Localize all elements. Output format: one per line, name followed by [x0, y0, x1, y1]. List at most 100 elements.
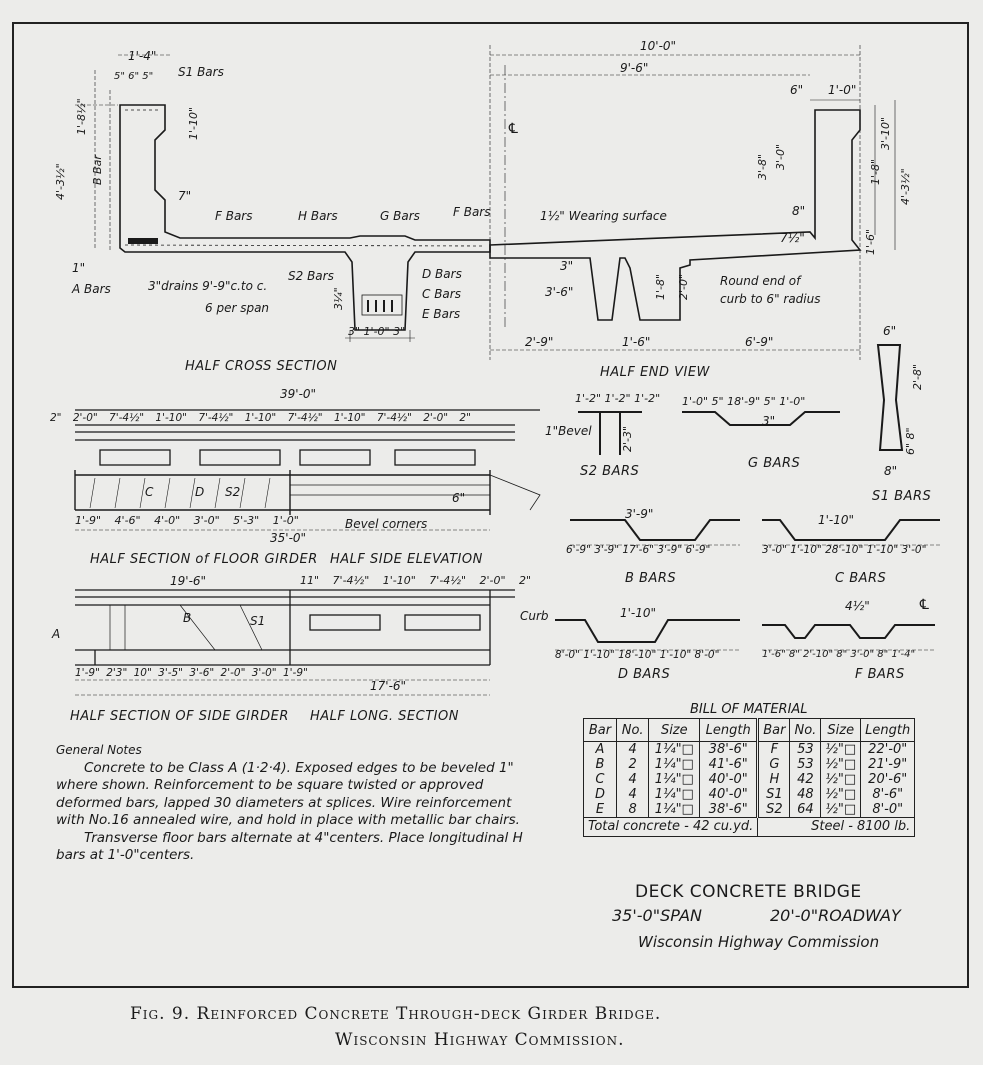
table-cell: 4: [615, 772, 650, 787]
table-cell: 53: [789, 741, 822, 757]
f-bars-title: F BARS: [855, 667, 905, 682]
bar-label: S2 Bars: [288, 269, 334, 283]
total-steel: Steel - 8100 lb.: [757, 817, 916, 837]
table-cell: 53: [789, 757, 822, 772]
bar-mark: A: [52, 627, 61, 641]
b-bars-title: B BARS: [625, 571, 677, 586]
table-cell: 64: [789, 802, 822, 818]
table-cell: F: [756, 741, 791, 757]
table-cell: D: [583, 787, 617, 802]
dim-label: 6": [790, 83, 804, 97]
dim-label: 1'-8": [654, 273, 667, 300]
dim-label: 3'-0": [774, 143, 787, 170]
dim-label: 1'-9" 4'-6" 4'-0" 3'-0" 5'-3" 1'-0": [75, 514, 299, 527]
bar-label: S1 Bars: [178, 65, 224, 79]
table-cell: 40'-0": [699, 772, 759, 787]
table-cell: 1¼"□: [648, 757, 701, 772]
column-header: No.: [615, 718, 650, 742]
bar-mark: S1: [250, 614, 266, 628]
drain-label: 3"drains 9'-9"c.to c.: [148, 279, 268, 293]
dim-label: 3¼": [332, 287, 345, 310]
note-label: Round end of: [720, 274, 801, 288]
title-block-span: 35'-0"SPAN: [612, 906, 702, 925]
table-cell: 4: [615, 741, 650, 757]
title-block-roadway: 20'-0"ROADWAY: [770, 906, 901, 925]
bar-mark: S2: [225, 485, 241, 499]
dim-label: 3'-0" 1'-10" 28'-10" 1'-10" 3'-0": [762, 544, 927, 556]
table-cell: 20'-6": [860, 772, 916, 787]
half-end-view-title: HALF END VIEW: [600, 365, 710, 380]
side-girder-title: HALF SECTION OF SIDE GIRDER: [70, 709, 289, 724]
bevel-corners-label: Bevel corners: [345, 517, 428, 531]
bar-label: E Bars: [422, 307, 461, 321]
dim-label: 35'-0": [270, 531, 307, 545]
s1-bars-title: S1 BARS: [872, 489, 932, 504]
bill-of-material-title: BILL OF MATERIAL: [690, 702, 808, 717]
drawing-frame: [12, 22, 969, 988]
total-concrete: Total concrete - 42 cu.yd.: [582, 817, 759, 837]
general-notes: General Notes Concrete to be Class A (1·…: [56, 742, 536, 865]
table-header-row: Bar No. Size Length Bar No. Size Length: [583, 718, 916, 742]
dim-label: 4'-3½": [54, 163, 67, 200]
bar-label: G Bars: [380, 209, 420, 223]
table-footer-row: Total concrete - 42 cu.yd. Steel - 8100 …: [582, 817, 916, 837]
dim-label: 9'-6": [620, 61, 649, 75]
dim-label: 3": [560, 259, 574, 273]
dim-label: 1": [72, 261, 86, 275]
bar-mark: D: [195, 485, 205, 499]
table-cell: ½"□: [820, 772, 862, 787]
bar-mark: C: [145, 485, 154, 499]
dim-label: 3": [762, 414, 776, 428]
drain-label: 6 per span: [205, 301, 270, 315]
dim-label: 1'-10": [620, 606, 657, 620]
wearing-surface-label: 1½" Wearing surface: [540, 209, 667, 223]
s2-bars-title: S2 BARS: [580, 464, 640, 479]
dim-label: 3" 1'-0" 3": [348, 325, 406, 338]
table-cell: 1¼"□: [648, 772, 701, 787]
dim-label: 1'-0" 5" 18'-9" 5" 1'-0": [682, 395, 806, 408]
table-cell: 41'-6": [699, 757, 759, 772]
floor-girder-title: HALF SECTION of FLOOR GIRDER: [90, 552, 318, 567]
half-cross-section-title: HALF CROSS SECTION: [185, 359, 338, 374]
bar-label: F Bars: [215, 209, 253, 223]
table-cell: 38'-6": [699, 741, 759, 757]
table-cell: 1¼"□: [648, 802, 701, 818]
title-block-agency: Wisconsin Highway Commission: [638, 933, 880, 951]
dim-label: 2" 2'-0" 7'-4½" 1'-10" 7'-4½" 1'-10" 7'-…: [50, 412, 471, 424]
dim-label: 1'-8½": [75, 98, 88, 135]
curb-label: Curb: [520, 609, 549, 623]
column-header: Bar: [756, 718, 791, 742]
dim-label: 8": [884, 464, 898, 478]
d-bars-title: D BARS: [618, 667, 671, 682]
bill-of-material-table: Bar No. Size Length Bar No. Size Length …: [582, 718, 916, 837]
bar-label: H Bars: [298, 209, 338, 223]
table-cell: 4: [615, 787, 650, 802]
dim-label: 1'-6" 8" 2'-10" 8" 3'-0" 8" 1'-4": [762, 649, 916, 660]
table-cell: 2: [615, 757, 650, 772]
table-cell: 1¼"□: [648, 741, 701, 757]
column-header: Size: [648, 718, 701, 742]
dim-label: 1'-6": [864, 228, 877, 255]
bar-label: C Bars: [422, 287, 461, 301]
bar-label: A Bars: [72, 282, 111, 296]
dim-label: 6'-9" 3'-9" 17'-6" 3'-9" 6'-9": [566, 544, 711, 556]
dim-label: 6" 8": [904, 427, 917, 455]
table-cell: C: [583, 772, 617, 787]
general-notes-paragraph: Concrete to be Class A (1·2·4). Exposed …: [56, 759, 520, 829]
c-bars-title: C BARS: [835, 571, 887, 586]
side-elevation-title: HALF SIDE ELEVATION: [330, 552, 483, 567]
dim-label: 39'-0": [280, 387, 317, 401]
dim-label: 1'-9" 2'3" 10" 3'-5" 3'-6" 2'-0" 3'-0" 1…: [75, 667, 308, 679]
dim-label: 6": [883, 324, 897, 338]
half-end-view-drawing: [489, 45, 896, 360]
dim-label: 11" 7'-4½" 1'-10" 7'-4½" 2'-0" 2": [300, 574, 532, 587]
dim-label: 1'-10": [818, 513, 855, 527]
general-notes-paragraph: Transverse floor bars alternate at 4"cen…: [56, 829, 523, 864]
table-cell: 38'-6": [699, 802, 759, 818]
dim-label: 1'-4": [128, 49, 157, 63]
bar-shapes-drawing: [555, 344, 940, 651]
dim-label: 7": [178, 189, 192, 203]
table-cell: B: [583, 757, 617, 772]
table-cell: 1¼"□: [648, 787, 701, 802]
